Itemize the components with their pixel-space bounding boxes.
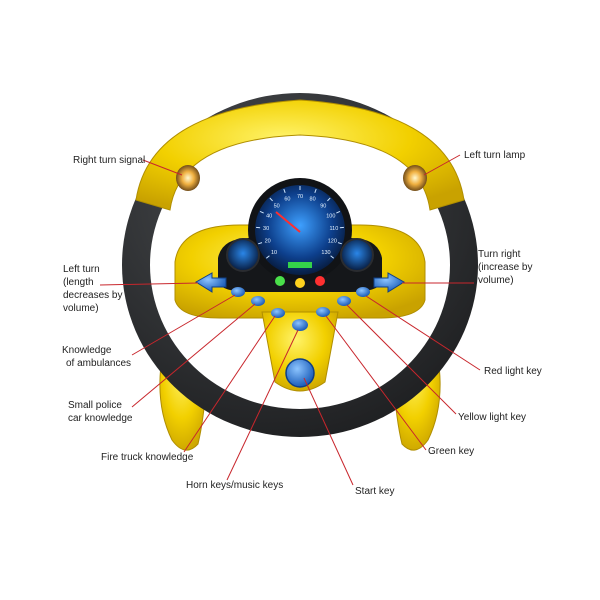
speedometer-tick-mark	[283, 188, 286, 193]
green-light	[275, 276, 285, 286]
label-small-police-line2: car knowledge	[68, 413, 133, 424]
speedometer-tick-label: 70	[297, 194, 303, 200]
label-start-key: Start key	[355, 486, 395, 497]
label-knowledge-ambulances-line2: of ambulances	[66, 358, 132, 369]
label-left-turn-lamp: Left turn lamp	[464, 150, 526, 161]
label-left-turn: Left turn (length decreases by volume)	[63, 263, 122, 315]
speedometer-tick-label: 50	[274, 203, 280, 209]
label-left-turn-line3: decreases by	[63, 290, 123, 301]
label-green-key: Green key	[428, 446, 475, 457]
ambulance-button[interactable]	[231, 287, 245, 297]
speedometer-tick-label: 120	[328, 239, 337, 245]
speedometer-tick-mark	[337, 242, 342, 245]
leader-start-key	[303, 377, 354, 486]
start-key-button[interactable]	[285, 358, 315, 388]
leader-lines	[99, 154, 481, 486]
leader-left-turn-lamp	[423, 154, 461, 176]
label-left-turn-line4: volume)	[63, 303, 99, 314]
speedometer-tick-mark	[327, 197, 331, 202]
leader-ambulance	[131, 294, 236, 356]
leader-fire-truck	[183, 315, 276, 453]
label-turn-right-line1: Turn right	[478, 249, 521, 260]
speedometer-needle	[275, 211, 301, 233]
yellow-light	[295, 278, 305, 288]
speedometer-tick-label: 20	[265, 239, 271, 245]
label-small-police-line1: Small police	[68, 400, 122, 411]
label-yellow-light-key: Yellow light key	[458, 412, 527, 423]
label-horn-keys: Horn keys/music keys	[186, 480, 284, 491]
gauge-left	[226, 238, 260, 272]
speedometer-tick-mark	[269, 197, 273, 202]
red-light	[315, 276, 325, 286]
right-turn-signal-lamp	[176, 165, 200, 191]
speedometer-tick-mark	[258, 242, 263, 245]
label-knowledge-ambulances: Knowledge of ambulances	[62, 344, 131, 370]
label-turn-right-line3: volume)	[478, 275, 514, 286]
label-turn-right-line2: (increase by	[478, 262, 533, 273]
speedometer-dial	[255, 185, 345, 275]
red-light-key-button[interactable]	[356, 287, 370, 297]
speedometer-tick-label: 30	[263, 226, 269, 232]
speedometer-display	[288, 262, 312, 268]
police-button[interactable]	[251, 296, 265, 306]
leader-red-light-key	[365, 295, 481, 371]
wheel-top-grip	[135, 99, 465, 211]
yellow-light-key-button[interactable]	[337, 296, 351, 306]
speedometer-tick-label: 100	[326, 214, 335, 220]
label-knowledge-ambulances-line1: Knowledge	[62, 345, 112, 356]
speedometer-tick-mark	[259, 210, 264, 214]
horn-button[interactable]	[292, 319, 308, 331]
leader-green-key	[325, 315, 427, 451]
label-right-turn-signal: Right turn signal	[73, 155, 146, 166]
gauge-right	[340, 238, 374, 272]
leader-yellow-light-key	[346, 304, 457, 415]
label-left-turn-line2: (length	[63, 277, 94, 288]
leader-police	[131, 303, 256, 408]
label-left-turn-line1: Left turn	[63, 264, 100, 275]
right-turn-button[interactable]	[373, 272, 405, 293]
label-turn-right: Turn right (increase by volume)	[478, 248, 532, 287]
speedometer-tick-label: 60	[284, 196, 290, 202]
label-fire-truck: Fire truck knowledge	[101, 452, 194, 463]
speedometer-tick-mark	[265, 255, 270, 259]
speedometer-tick-mark	[336, 210, 341, 214]
speedometer-tick-label: 80	[310, 196, 316, 202]
label-red-light-key: Red light key	[484, 366, 542, 377]
speedometer-tick-label: 90	[320, 203, 326, 209]
label-small-police: Small police car knowledge	[68, 399, 132, 425]
speedometer-tick-label: 40	[266, 214, 272, 220]
speedometer-tick-label: 110	[330, 226, 339, 232]
speedometer-tick-mark	[314, 188, 317, 193]
leader-right-turn-signal	[142, 159, 183, 176]
speedometer-tick-label: 130	[321, 250, 330, 256]
wheel-lower-spoke	[261, 311, 339, 392]
speedometer-tick-mark	[330, 255, 335, 259]
leader-left-turn	[99, 282, 199, 286]
left-turn-button[interactable]	[195, 272, 227, 293]
left-turn-lamp	[403, 165, 427, 191]
green-key-button[interactable]	[316, 307, 330, 317]
fire-truck-button[interactable]	[271, 308, 285, 318]
leader-horn	[226, 329, 299, 481]
speedometer-tick-label: 10	[271, 250, 277, 256]
